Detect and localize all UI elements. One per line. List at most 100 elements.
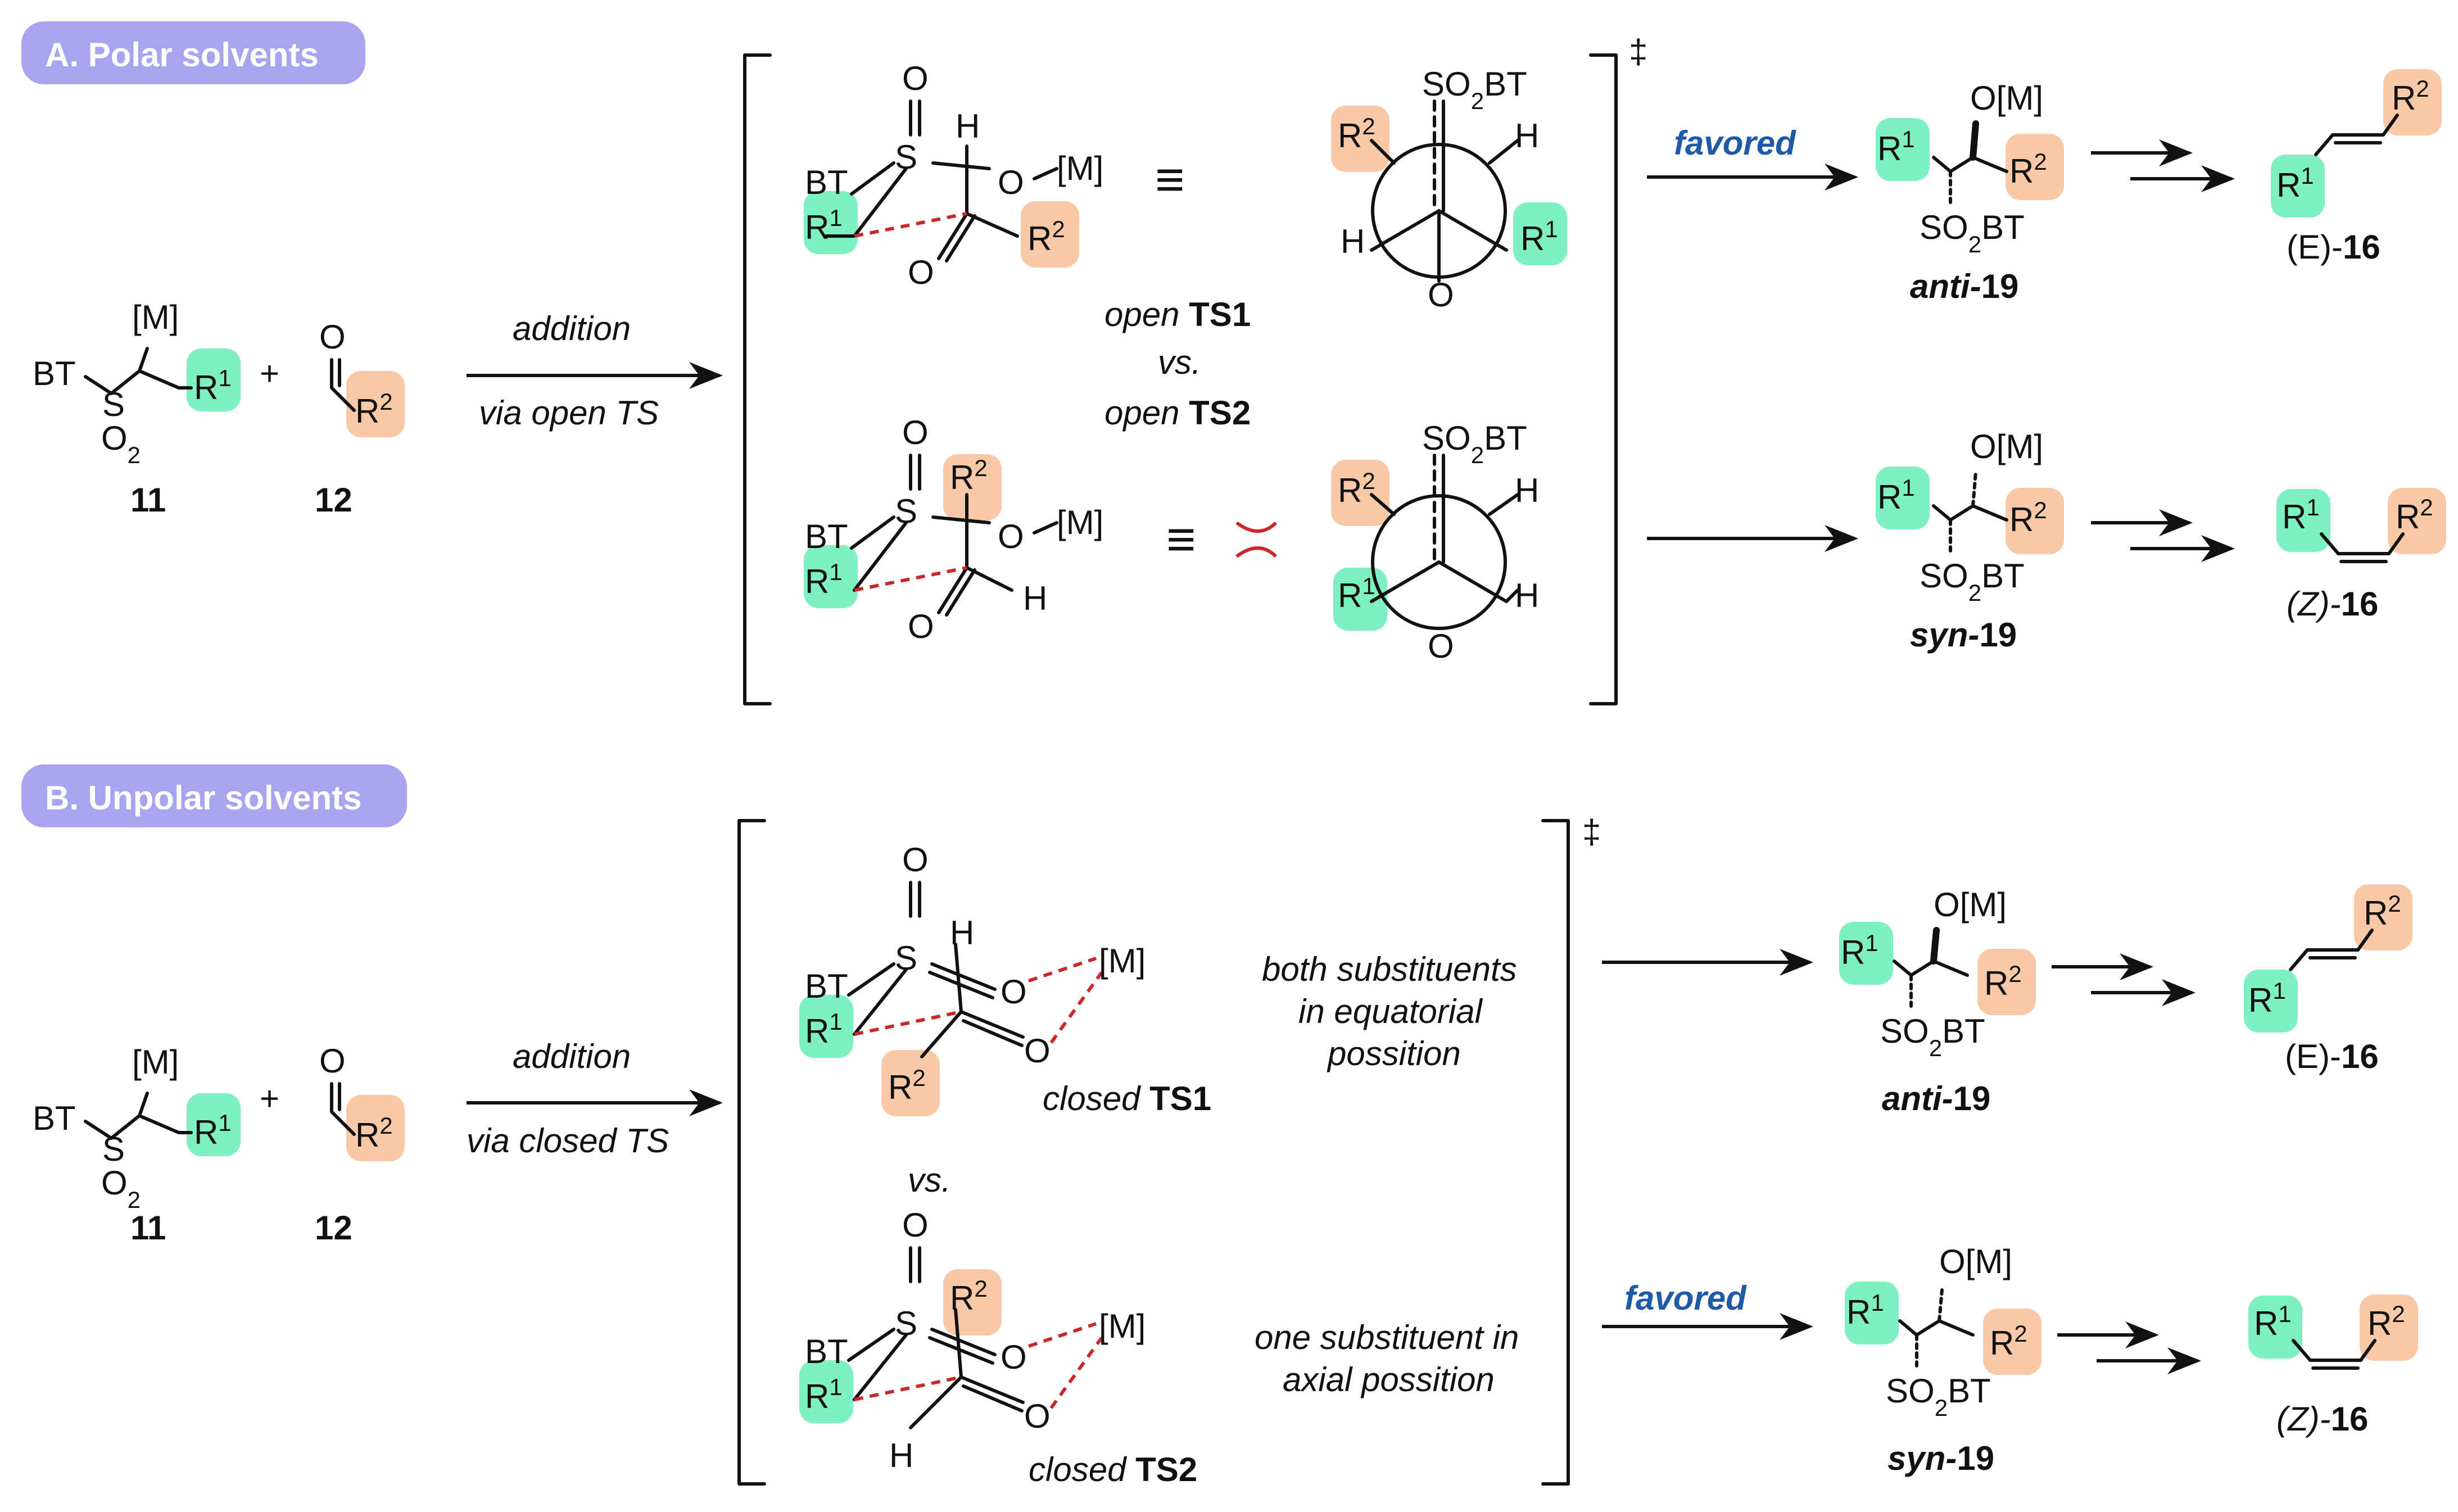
svg-text:O2: O2 [101,1164,141,1213]
label-open-ts2: open TS2 [1104,394,1251,432]
svg-text:R1: R1 [1338,573,1375,615]
label-vs-b: vs. [908,1161,951,1199]
svg-text:BT: BT [805,967,848,1005]
svg-text:O: O [902,414,929,451]
svg-text:[M]: [M] [1057,504,1103,541]
label-z-16-a: (Z)-16 [2287,585,2378,623]
svg-text:12: 12 [315,1209,352,1247]
svg-text:(Z)-16: (Z)-16 [2276,1400,2368,1438]
svg-text:O: O [1428,276,1454,314]
svg-text:BT: BT [805,1333,848,1370]
svg-text:[M]: [M] [1057,150,1103,187]
svg-text:S: S [895,1305,917,1342]
label-via-open-ts: via open TS [479,394,659,432]
svg-text:R1: R1 [1841,930,1878,972]
svg-text:R2: R2 [1338,113,1375,155]
svg-text:‡: ‡ [1582,813,1601,850]
svg-text:R1: R1 [194,1110,232,1152]
svg-text:O: O [1001,973,1027,1011]
label-closed-ts2: closed TS2 [1029,1451,1197,1488]
svg-text:S: S [895,939,917,977]
svg-text:SO2BT: SO2BT [1422,419,1527,468]
section-a-badge [21,21,365,84]
svg-text:O[M]: O[M] [1934,886,2007,924]
svg-text:O: O [319,1042,346,1080]
label-compound-11: 11 [130,481,166,519]
atom-bt: BT [33,355,76,392]
newman-ts2: SO2BT H H R2 R1 O [1235,419,1539,665]
svg-text:R1: R1 [2282,494,2320,536]
svg-text:O: O [1024,1397,1051,1435]
svg-text:R2: R2 [1027,216,1065,258]
svg-text:(E)-16: (E)-16 [2285,1038,2379,1075]
section-b-title: B. Unpolar solvents [45,779,361,817]
svg-text:O: O [902,60,929,97]
label-e-16-a: (E)-16 [2287,228,2380,266]
compound-12-b: O R2 12 [315,1042,405,1247]
svg-text:syn-19: syn-19 [1887,1439,1994,1477]
svg-text:addition: addition [513,1038,631,1075]
svg-text:R1: R1 [2248,977,2286,1020]
svg-text:R2: R2 [1984,961,2022,1003]
svg-text:R1: R1 [805,559,843,601]
svg-text:S: S [895,492,917,530]
svg-text:O: O [902,841,929,879]
section-b: B. Unpolar solvents BT S O2 [M] R1 11 + … [21,764,2418,1488]
newman-ts1: SO2BT H H R2 R1 O [1331,65,1567,314]
atom-s: S [102,386,125,423]
svg-text:O[M]: O[M] [1939,1243,2012,1280]
svg-text:[M]: [M] [1099,942,1146,980]
svg-text:BT: BT [805,518,848,555]
atom-o2: O2 [101,419,141,468]
svg-text:BT: BT [33,1099,76,1137]
label-compound-12: 12 [315,481,352,519]
svg-text:anti-19: anti-19 [1882,1080,1990,1117]
svg-text:O: O [1428,627,1454,665]
label-open-ts1: open TS1 [1104,296,1251,333]
bracket-left-b [737,819,766,1486]
atom-o: O [319,318,346,356]
section-a: A. Polar solvents BT S O2 [M] R1 11 + O … [21,21,2446,705]
svg-text:O: O [998,164,1024,201]
z-16-b: R1 R2 (Z)-16 [2248,1294,2418,1438]
note-axial-1: one substituent in [1255,1319,1519,1356]
svg-text:SO2BT: SO2BT [1422,65,1527,114]
svg-text:H: H [1515,472,1539,509]
svg-text:H: H [889,1437,913,1474]
svg-text:S: S [895,138,917,176]
syn-19-a: O[M] R1 R2 SO2BT syn-19 [1876,428,2064,654]
svg-text:H: H [1341,223,1365,260]
anti-19-b: O[M] R1 R2 SO2BT anti-19 [1839,886,2036,1117]
svg-text:R2: R2 [2392,75,2429,117]
label-anti-19-a: anti-19 [1910,268,2018,305]
svg-text:[M]: [M] [1099,1307,1146,1345]
svg-text:via closed TS: via closed TS [467,1122,669,1160]
label-vs-a: vs. [1158,343,1201,381]
note-equatorial-2: in equatorial [1298,993,1483,1030]
label-addition-a: addition [513,310,631,347]
bracket-left-a [743,53,772,705]
open-ts1-structure: O S H O [M] BT R1 O R2 ≡ [804,60,1185,291]
svg-text:+: + [260,1080,279,1117]
svg-text:H: H [1023,580,1047,617]
z-16-a: R1 R2 (Z)-16 [2276,488,2446,623]
svg-text:R2: R2 [950,1275,988,1318]
svg-text:O[M]: O[M] [1970,428,2043,465]
svg-text:≡: ≡ [1166,511,1196,568]
svg-text:S: S [102,1130,125,1168]
svg-text:R2: R2 [2368,1301,2405,1343]
svg-text:O: O [1024,1032,1051,1070]
anti-19-a: O[M] R1 R2 SO2BT anti-19 [1876,79,2064,305]
section-a-title: A. Polar solvents [45,36,319,74]
label-syn-19-a: syn-19 [1910,616,2017,654]
svg-text:SO2BT: SO2BT [1920,209,2025,257]
svg-text:O: O [902,1206,929,1244]
svg-text:11: 11 [130,1209,166,1247]
bracket-right-a [1589,53,1618,705]
e-16-a: R1 R2 (E)-16 [2271,69,2442,266]
note-equatorial-1: both substituents [1262,950,1517,988]
bracket-right-b [1541,819,1570,1486]
compound-12-a: O R2 12 [315,318,405,519]
e-16-b: R1 R2 (E)-16 [2244,884,2412,1075]
